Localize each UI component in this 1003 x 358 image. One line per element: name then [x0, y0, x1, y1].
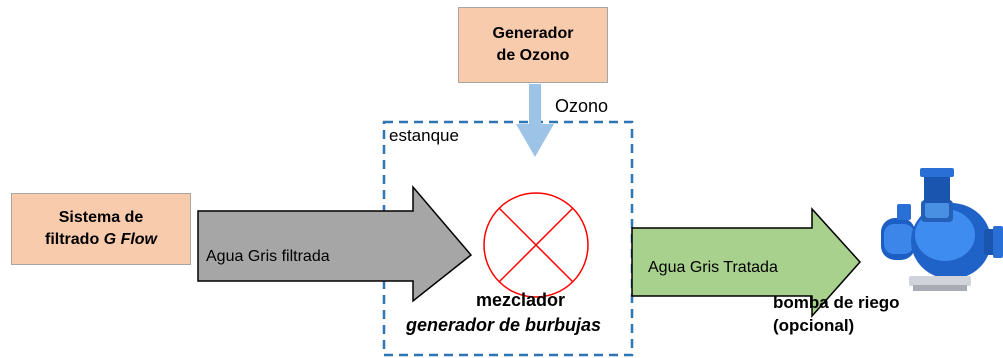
ozone-label: Ozono: [555, 96, 609, 116]
mixer-subtitle: generador de burbujas: [406, 315, 602, 335]
inflow-arrow: [197, 184, 473, 303]
ozone-generator-line2: de Ozono: [496, 47, 570, 64]
filter-system-brand: G Flow: [103, 231, 157, 248]
mixer-title: mezclador: [476, 290, 566, 310]
ozone-generator-box: Generador de Ozono: [458, 7, 608, 83]
filter-system-box: Sistema de filtrado G Flow: [11, 193, 191, 265]
inflow-label: Agua Gris filtrada: [206, 248, 330, 265]
outflow-arrow: [631, 207, 862, 318]
pump-subtitle: (opcional): [773, 316, 855, 335]
outflow-label: Agua Gris Tratada: [648, 259, 778, 276]
ozone-generator-line1: Generador: [492, 25, 574, 43]
pump-title: bomba de riego: [773, 293, 900, 312]
filter-system-line1: Sistema de: [58, 209, 144, 227]
filter-system-line2-prefix: filtrado: [45, 231, 104, 248]
ozone-arrow: [516, 84, 554, 157]
filter-system-line2: filtrado G Flow: [45, 229, 157, 251]
mixer-symbol: [483, 192, 589, 298]
water-pump-icon: [881, 168, 1003, 291]
tank-label: estanque: [389, 126, 459, 145]
